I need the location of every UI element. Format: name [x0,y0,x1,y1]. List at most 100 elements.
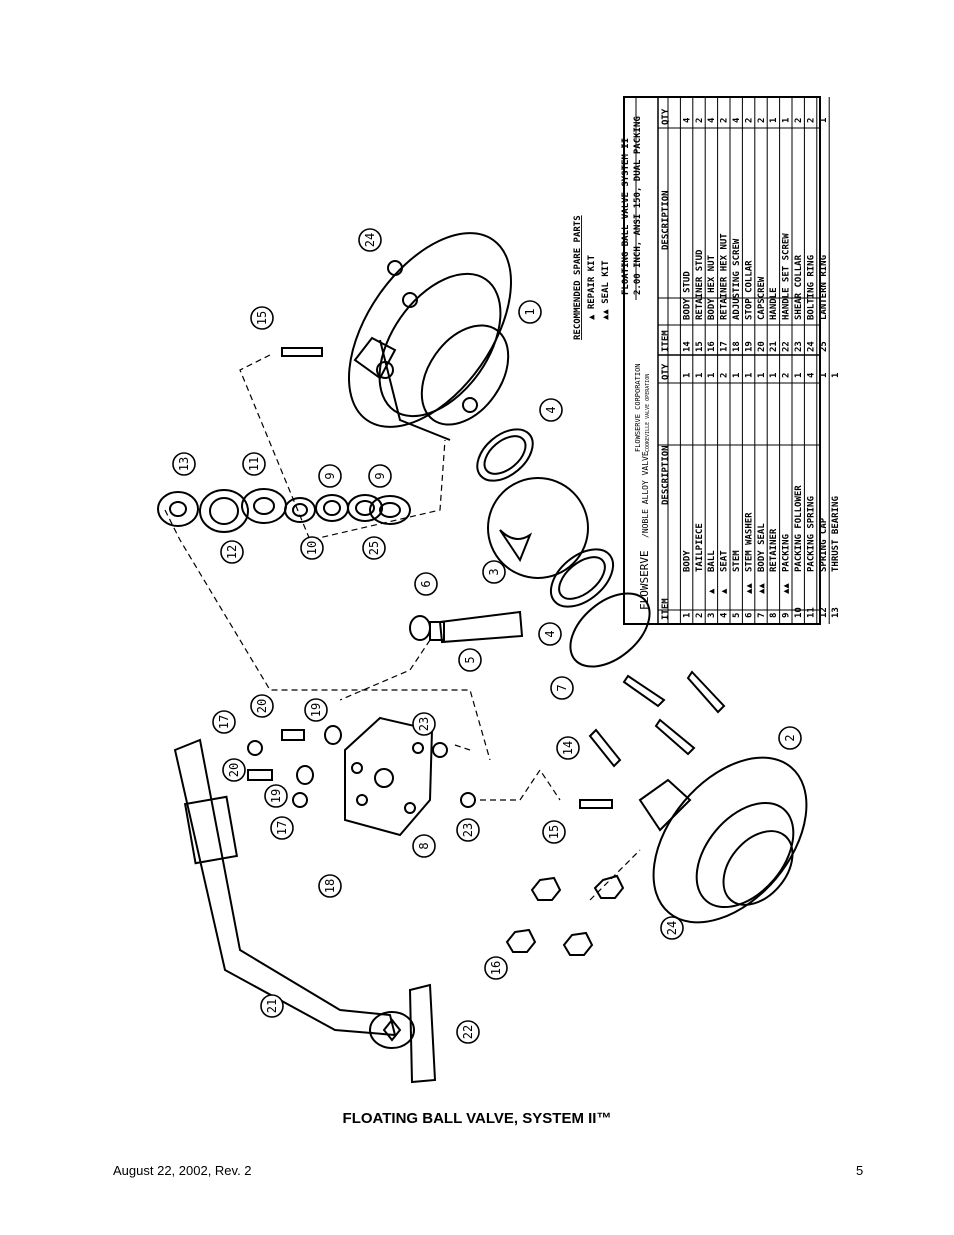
callout-number: 23 [417,717,431,731]
table-cell-qty: 4 [682,117,692,123]
callout-bubble: 3 [482,560,506,584]
table-cell-item: 21 [769,341,779,352]
assembly-lines [164,354,641,901]
callout-number: 4 [543,630,557,637]
spares-seal-kit: ▲▲ SEAL KIT [601,260,611,320]
table-cell-desc: BALL [707,550,717,572]
callout-bubble: 12 [220,540,244,564]
table-cell-item: 8 [769,613,779,618]
figure-caption: FLOATING BALL VALVE, SYSTEM II™ [342,1110,612,1127]
callout-number: 22 [461,1025,475,1039]
callout-bubble: 4 [539,398,563,422]
table-cell-desc: TAILPIECE [695,523,705,572]
callout-number: 9 [373,472,387,479]
table-cell-item: 17 [720,341,730,352]
table-row-lines [667,97,830,624]
callout-bubble: 17 [270,816,294,840]
callout-bubble: 25 [362,536,386,560]
callout-bubble: 24 [358,228,382,252]
callout-bubble: 17 [212,710,236,734]
callout-bubble: 18 [318,874,342,898]
callout-number: 24 [665,921,679,935]
table-cell-item: 6 [744,613,754,618]
table-cell-qty: 4 [806,372,816,378]
callout-number: 21 [265,999,279,1013]
table-cell-kit: ▲ [720,588,730,594]
table-cell-item: 12 [819,607,829,618]
table-cell-desc: SEAT [720,550,730,572]
callout-number: 19 [309,703,323,717]
table-cell-qty: 1 [682,373,692,378]
callout-bubble: 21 [260,994,284,1018]
table-cell-qty: 1 [782,118,792,123]
callout-number: 6 [419,580,433,587]
table-cell-qty: 1 [695,373,705,378]
table-cell-desc: RETAINER [769,528,779,572]
table-cell-qty: 4 [707,117,717,123]
table-cell-desc: HANDLE [769,287,779,320]
table-cell-desc: CAPSCREW [757,276,767,320]
table-cell-item: 4 [720,612,730,618]
header-item-right: ITEM [661,330,671,352]
table-cell-kit: ▲▲ [744,583,754,594]
header-qty-left: QTY [661,363,671,380]
table-cell-item: 7 [757,613,767,618]
table-cell-desc: BODY HEX NUT [707,254,717,320]
parts-list-table: FLOWSERVE /NOBLE ALLOY VALVE FLOWSERVE C… [621,96,841,625]
table-cell-desc: THRUST BEARING [831,496,841,572]
callout-bubble: 15 [542,820,566,844]
table-cell-qty: 1 [819,118,829,123]
table-cell-desc: PACKING SPRING [806,496,816,572]
table-cell-qty: 4 [732,117,742,123]
callout-bubble: 20 [250,694,274,718]
footer-page-number: 5 [856,1163,864,1178]
callout-number: 15 [255,311,269,325]
callout-number: 4 [544,406,558,413]
table-cell-kit: ▲▲ [757,583,767,594]
table-cell-item: 9 [782,613,792,618]
table-cell-desc: ADJUSTING SCREW [732,238,742,320]
callout-number: 25 [367,541,381,555]
callout-number: 1 [523,308,537,315]
table-cell-item: 24 [806,341,816,352]
callout-bubble: 1 [518,300,542,324]
callout-bubble: 10 [300,536,324,560]
table-row: 4 ▲ SEAT 2 [720,373,730,618]
header-description-right: DESCRIPTION [661,190,671,250]
callout-number: 24 [363,233,377,247]
header-qty-right: QTY [661,108,671,125]
table-cell-item: 13 [831,607,841,618]
table-cell-desc: STEM [732,550,742,572]
callout-number: 8 [417,842,431,849]
callout-number: 9 [323,472,337,479]
spare-parts-legend: RECOMMENDED SPARE PARTS ▲ REPAIR KIT ▲▲ … [573,215,611,340]
callout-bubble: 22 [456,1020,480,1044]
table-cell-qty: 2 [720,373,730,378]
table-cell-qty: 2 [782,373,792,378]
callout-number: 20 [227,763,241,777]
table-cell-desc: STOP COLLAR [744,260,754,320]
table-cell-qty: 2 [794,118,804,123]
callout-number: 7 [555,684,569,691]
callout-bubble: 24 [660,916,684,940]
table-cell-item: 23 [794,341,804,352]
table-cell-qty: 2 [757,118,767,123]
table-cell-desc: BODY SEAL [757,523,767,572]
table-cell-qty: 1 [794,373,804,378]
table-cell-item: 25 [819,341,829,352]
table-cell-desc: PACKING FOLLOWER [794,485,804,572]
table-cell-qty: 1 [757,373,767,378]
